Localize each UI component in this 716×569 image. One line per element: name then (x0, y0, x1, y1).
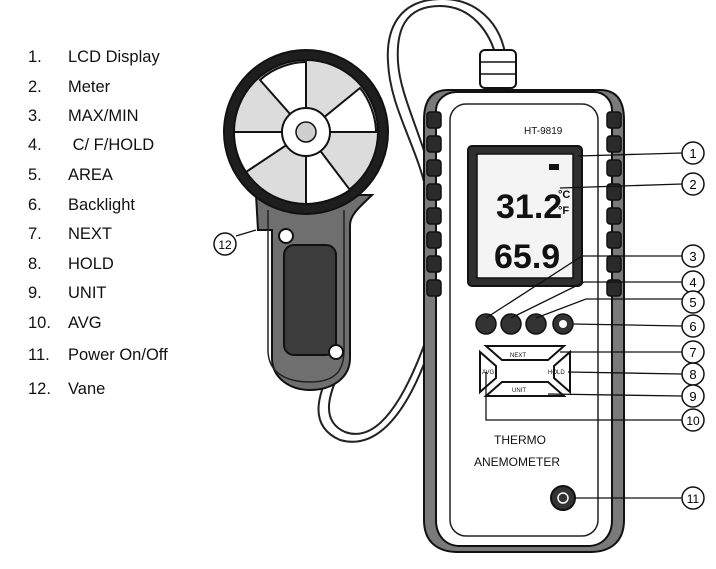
callout: 4 (681, 270, 705, 294)
cable (317, 0, 507, 443)
svg-text:3: 3 (689, 249, 696, 264)
callout: 1 (681, 141, 705, 165)
callout: 12 (213, 232, 237, 256)
grip-ribs (426, 111, 622, 297)
svg-text:11: 11 (687, 492, 700, 506)
svg-text:9: 9 (689, 389, 696, 404)
lcd-unit-f: °F (558, 205, 569, 217)
avg-label: AVG (482, 370, 495, 376)
cable-connector (479, 49, 517, 89)
button-area[interactable] (525, 313, 547, 335)
unit-label: UNIT (512, 388, 526, 394)
button-backlight[interactable] (552, 313, 574, 335)
button-hold[interactable] (553, 349, 571, 395)
hold-label: HOLD (548, 370, 565, 376)
leader-lines (235, 152, 683, 499)
screw-icon (328, 344, 344, 360)
svg-text:1: 1 (689, 146, 696, 161)
svg-text:6: 6 (689, 319, 696, 334)
callout: 3 (681, 244, 705, 268)
callout: 9 (681, 384, 705, 408)
callout: 7 (681, 340, 705, 364)
keypad (479, 345, 571, 397)
backlight-icon (559, 320, 567, 328)
callout: 10 (681, 408, 705, 432)
screw-icon (278, 228, 294, 244)
callout: 11 (681, 486, 705, 510)
next-label: NEXT (510, 353, 526, 359)
callout: 8 (681, 362, 705, 386)
model-number: HT-9819 (524, 126, 563, 137)
callout: 5 (681, 290, 705, 314)
svg-text:2: 2 (689, 177, 696, 192)
device-title-line2: ANEMOMETER (474, 455, 560, 469)
svg-text:10: 10 (686, 414, 700, 428)
button-next[interactable] (483, 345, 567, 361)
button-cf-hold[interactable] (500, 313, 522, 335)
button-power[interactable] (550, 485, 576, 511)
svg-text:12: 12 (218, 238, 232, 252)
battery-icon (549, 164, 559, 170)
callout: 6 (681, 314, 705, 338)
button-unit[interactable] (483, 381, 567, 397)
button-avg[interactable] (479, 349, 497, 395)
vane-probe (223, 49, 389, 392)
power-icon (557, 492, 569, 504)
lcd-unit-c: °C (558, 189, 570, 201)
svg-text:5: 5 (689, 295, 696, 310)
lcd-air-speed: 65.9 (494, 238, 560, 276)
svg-text:7: 7 (689, 345, 696, 360)
button-maxmin[interactable] (475, 313, 497, 335)
svg-text:4: 4 (689, 275, 696, 290)
svg-text:8: 8 (689, 367, 696, 382)
device-title-line1: THERMO (494, 433, 546, 447)
callouts: 1 2 3 4 5 6 7 8 9 10 11 12 (213, 141, 705, 510)
lcd-display (476, 153, 574, 279)
lcd-temperature: 31.2 (496, 188, 562, 226)
meter-body: 31.2 °C °F 65.9 HT-9819 NEXT UNIT AVG HO… (423, 89, 625, 553)
callout: 2 (681, 172, 705, 196)
